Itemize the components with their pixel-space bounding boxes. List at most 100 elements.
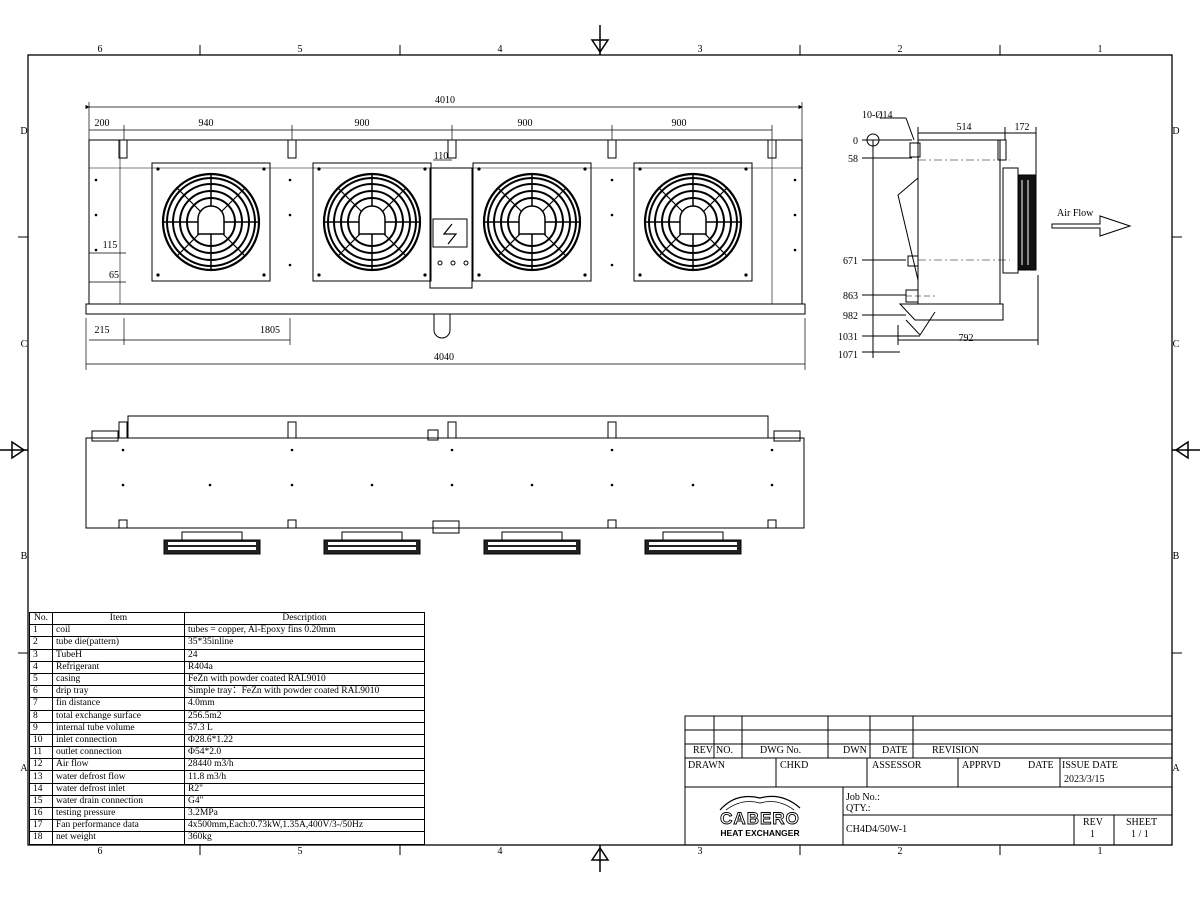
spec-item: internal tube volume	[52, 721, 185, 735]
spec-no: 4	[29, 660, 53, 674]
spec-item: net weight	[52, 831, 185, 845]
spec-no: 9	[29, 721, 53, 735]
header-item: Item	[52, 611, 185, 626]
spec-description: 256.5m2	[184, 709, 425, 723]
tb-rev2-label: REV	[1083, 817, 1103, 828]
spec-no: 3	[29, 648, 53, 662]
spec-description: G4"	[184, 794, 425, 809]
spec-no: 16	[29, 806, 53, 821]
side-view	[862, 117, 1132, 358]
spec-no: 5	[29, 672, 53, 687]
dim-900-c: 900	[672, 118, 687, 129]
zone-left-a: A	[20, 763, 28, 774]
spec-no: 11	[29, 746, 53, 760]
zone-bottom-6: 6	[98, 846, 103, 857]
zone-top-2: 2	[898, 44, 903, 55]
tb-date2-label: DATE	[1028, 760, 1054, 771]
spec-item: water defrost flow	[52, 770, 185, 784]
spec-no: 13	[29, 770, 53, 784]
dim-982: 982	[843, 311, 858, 322]
spec-description: Φ28.6*1.22	[184, 733, 425, 748]
spec-item: drip tray	[52, 685, 185, 699]
tb-rev-value: 1	[1090, 829, 1095, 840]
zone-right-b: B	[1173, 551, 1180, 562]
tb-dwg-no-label: DWG No.	[760, 745, 802, 756]
spec-no: 1	[29, 624, 53, 638]
zone-bottom-2: 2	[898, 846, 903, 857]
zone-top-3: 3	[698, 44, 703, 55]
tb-rev-label: REV	[693, 745, 713, 756]
spec-description: R404a	[184, 660, 425, 674]
dim-4010: 4010	[435, 95, 455, 106]
zone-top-5: 5	[298, 44, 303, 55]
dim-940: 940	[199, 118, 214, 129]
dim-1031: 1031	[838, 332, 858, 343]
dim-115: 115	[103, 240, 118, 251]
spec-item: casing	[52, 672, 185, 687]
dim-58: 58	[848, 154, 858, 165]
tb-issue-date: 2023/3/15	[1064, 774, 1105, 785]
spec-no: 7	[29, 697, 53, 711]
dim-863: 863	[843, 291, 858, 302]
dim-65: 65	[109, 270, 119, 281]
zone-top-4: 4	[498, 44, 503, 55]
zone-bottom-3: 3	[698, 846, 703, 857]
dim-200: 200	[95, 118, 110, 129]
tb-sheet-label: SHEET	[1126, 817, 1158, 828]
zone-bottom-1: 1	[1098, 846, 1103, 857]
tb-chkd-label: CHKD	[780, 760, 809, 771]
spec-description: tubes = copper, Al-Epoxy fins 0.20mm	[184, 624, 425, 638]
zone-bottom-5: 5	[298, 846, 303, 857]
zone-left-c: C	[21, 339, 28, 350]
dim-4040: 4040	[434, 352, 454, 363]
dim-900-b: 900	[518, 118, 533, 129]
spec-no: 15	[29, 794, 53, 809]
spec-description: 57.3 L	[184, 721, 425, 735]
tb-revision-label: REVISION	[932, 745, 979, 756]
spec-item: testing pressure	[52, 806, 185, 821]
spec-no: 12	[29, 758, 53, 772]
dim-514: 514	[957, 122, 972, 133]
spec-description: Φ54*2.0	[184, 746, 425, 760]
dim-0: 0	[853, 136, 858, 147]
spec-description: 360kg	[184, 831, 425, 845]
spec-description: 4x500mm,Each:0.73kW,1.35A,400V/3-/50Hz	[184, 819, 425, 833]
air-flow-label: Air Flow	[1057, 208, 1094, 219]
header-description: Description	[184, 611, 425, 626]
zone-right-a: A	[1172, 763, 1180, 774]
tb-assessor-label: ASSESSOR	[872, 760, 922, 771]
tb-sheet-value: 1 / 1	[1131, 829, 1149, 840]
spec-item: Air flow	[52, 758, 185, 772]
spec-item: coil	[52, 624, 185, 638]
spec-description: 11.8 m3/h	[184, 770, 425, 784]
dim-172: 172	[1015, 122, 1030, 133]
hole-label: 10-Ø14	[862, 110, 893, 121]
spec-item: total exchange surface	[52, 709, 185, 723]
spec-description: 35*35inline	[184, 636, 425, 650]
spec-item: water defrost inlet	[52, 782, 185, 796]
dim-792: 792	[959, 333, 974, 344]
zone-right-c: C	[1173, 339, 1180, 350]
spec-no: 10	[29, 733, 53, 748]
front-view	[85, 139, 806, 339]
spec-item: outlet connection	[52, 746, 185, 760]
logo-text: CABERO	[720, 809, 800, 828]
tb-apprvd-label: APPRVD	[962, 760, 1001, 771]
spec-no: 14	[29, 782, 53, 796]
tb-dwn-label: DWN	[843, 745, 867, 756]
zone-left-b: B	[21, 551, 28, 562]
tb-drawn-label: DRAWN	[688, 760, 725, 771]
